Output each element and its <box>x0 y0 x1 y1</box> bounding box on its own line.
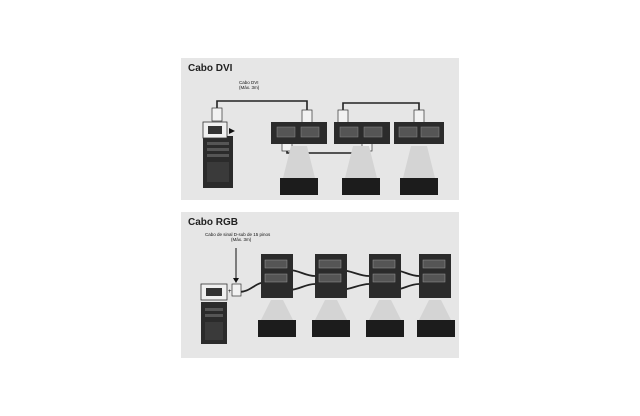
dvi-cable-label: Cabo DVI (Máx. 3m) <box>239 80 259 90</box>
rgb-arrow <box>233 248 239 283</box>
rgb-diagram-panel: Cabo RGB Cabo de sinal D-sub de 15 pinos… <box>181 212 459 358</box>
rgb-panel-title: Cabo RGB <box>188 217 238 228</box>
dvi-cable-label-line2: (Máx. 3m) <box>239 85 260 90</box>
dvi-pc-tower <box>202 121 235 188</box>
dvi-connectors <box>211 107 425 152</box>
rgb-monitor-backs <box>261 254 451 298</box>
dvi-panel-title: Cabo DVI <box>188 63 233 74</box>
svg-text:+: + <box>228 289 232 295</box>
rgb-cable-label: Cabo de sinal D-sub de 15 pinos (Máx. 3m… <box>205 232 270 242</box>
rgb-pc-tower <box>200 283 228 344</box>
rgb-cable-label-line2: (Máx. 3m) <box>231 237 252 242</box>
dvi-connection-diagram <box>202 100 444 195</box>
rgb-connection-diagram: + <box>200 248 455 344</box>
dvi-cable-label-line1: Cabo DVI <box>239 80 259 85</box>
dvi-screens <box>280 146 438 195</box>
dvi-monitor-backs <box>271 122 444 144</box>
rgb-dsub-connector: + <box>228 283 242 297</box>
dvi-diagram-panel: Cabo DVI Cabo DVI (Máx. 3m) <box>181 58 459 200</box>
rgb-cable-label-line1: Cabo de sinal D-sub de 15 pinos <box>205 232 271 237</box>
rgb-screens <box>258 300 455 337</box>
